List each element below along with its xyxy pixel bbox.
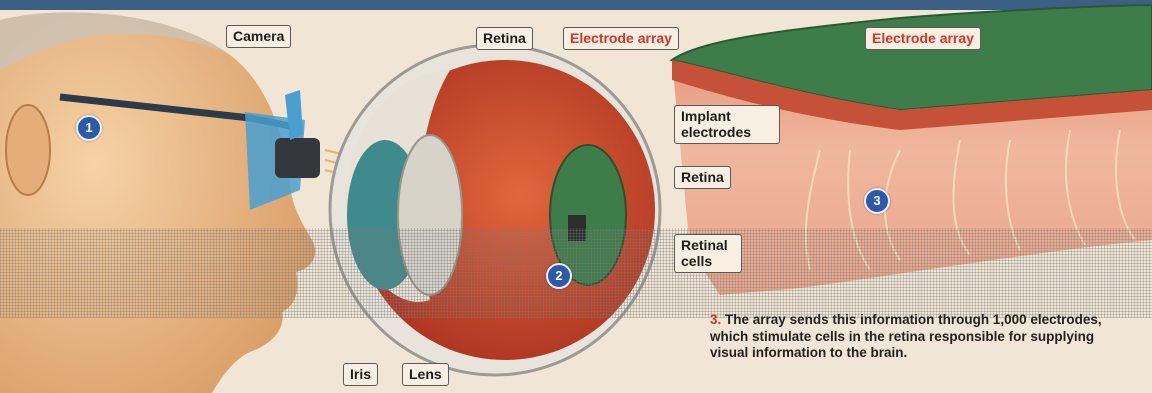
implant-electrodes-label: Implant electrodes <box>674 105 780 144</box>
retina-label-implant: Retina <box>674 166 731 189</box>
caption-number: 3. <box>710 312 721 327</box>
retina-label-eye: Retina <box>476 27 533 50</box>
step-3-caption: 3. The array sends this information thro… <box>710 312 1130 362</box>
iris-label: Iris <box>343 363 378 386</box>
camera-label: Camera <box>226 25 291 48</box>
step-1-badge: 1 <box>76 115 102 141</box>
eye-cross-section <box>330 45 660 375</box>
electrode-array-label-eye: Electrode array <box>563 27 679 50</box>
lens-label: Lens <box>402 363 449 386</box>
retinal-cells-label: Retinal cells <box>674 234 742 273</box>
step-3-badge: 3 <box>864 188 890 214</box>
step-2-badge: 2 <box>546 263 572 289</box>
electrode-array-label-implant: Electrode array <box>865 27 981 50</box>
top-band <box>0 0 1152 10</box>
caption-text: The array sends this information through… <box>710 312 1102 360</box>
